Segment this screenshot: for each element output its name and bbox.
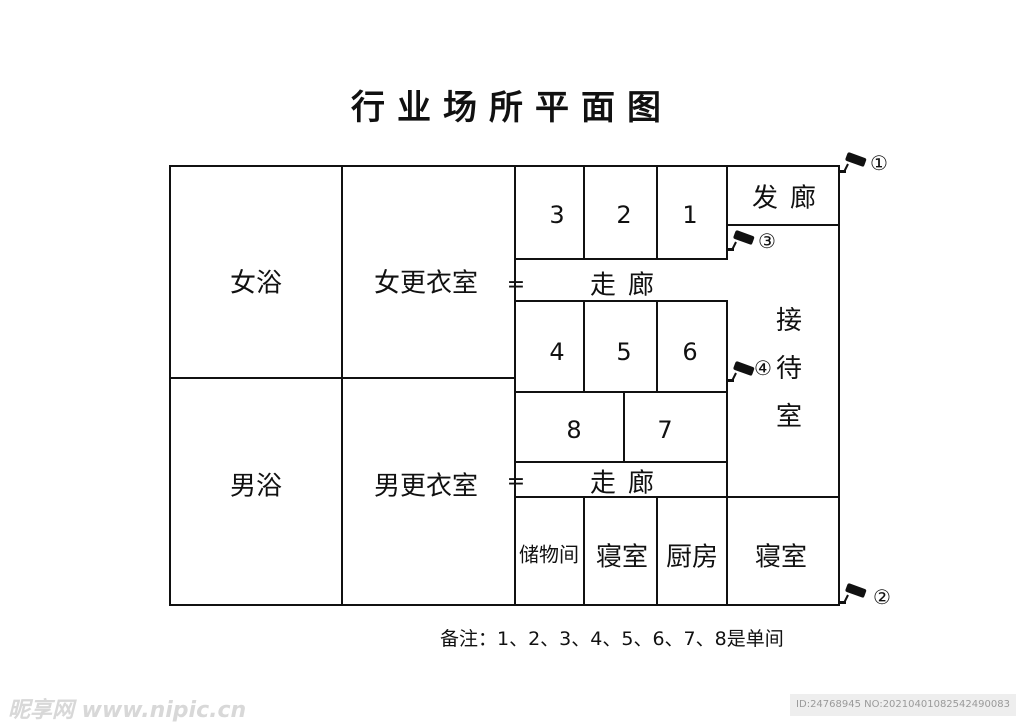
women-bath-label: 女浴 [229, 268, 283, 299]
bedroom-2-label: 寝室 [754, 542, 808, 573]
room-5-label: 5 [616, 338, 632, 366]
men-locker-room [341, 377, 516, 606]
bedroom-1-label: 寝室 [595, 542, 649, 573]
women-locker-label: 女更衣室 [373, 268, 479, 299]
hair-salon-room [726, 165, 840, 226]
room-7-label: 7 [657, 416, 673, 444]
room-2-label: 2 [616, 201, 632, 229]
corridor-1-label: 走廊 [589, 270, 667, 301]
room-6-label: 6 [682, 338, 698, 366]
footnote: 备注：1、2、3、4、5、6、7、8是单间 [440, 628, 784, 650]
camera-icon [728, 361, 755, 382]
door-men-locker: = [506, 469, 526, 495]
hair-salon-label: 发廊 [751, 183, 829, 214]
room-7 [623, 391, 728, 463]
page-title: 行业场所平面图 [351, 88, 673, 128]
room-4-label: 4 [549, 338, 565, 366]
camera-icon [728, 230, 755, 251]
corridor-2-label: 走廊 [589, 468, 667, 499]
camera-1-number: ① [870, 151, 888, 175]
camera-2-number: ② [873, 585, 891, 609]
watermark-right: ID:24768945 NO:20210401082542490083 [790, 694, 1016, 716]
bedroom-2 [726, 496, 840, 606]
storage-label: 储物间 [519, 542, 579, 567]
reception-left-wall [726, 300, 728, 498]
room-8-label: 8 [566, 416, 582, 444]
room-3-label: 3 [549, 201, 565, 229]
camera-4-number: ④ [754, 356, 772, 380]
reception-label: 接待室 [771, 306, 802, 450]
camera-icon [840, 152, 867, 173]
watermark-left: 昵享网 www.nipic.cn [8, 698, 247, 723]
door-women-locker: = [506, 272, 526, 298]
men-bath-label: 男浴 [229, 471, 283, 502]
camera-3-number: ③ [758, 229, 776, 253]
kitchen-label: 厨房 [665, 542, 719, 573]
camera-icon [840, 583, 867, 604]
men-locker-label: 男更衣室 [373, 471, 479, 502]
room-1-label: 1 [682, 201, 698, 229]
